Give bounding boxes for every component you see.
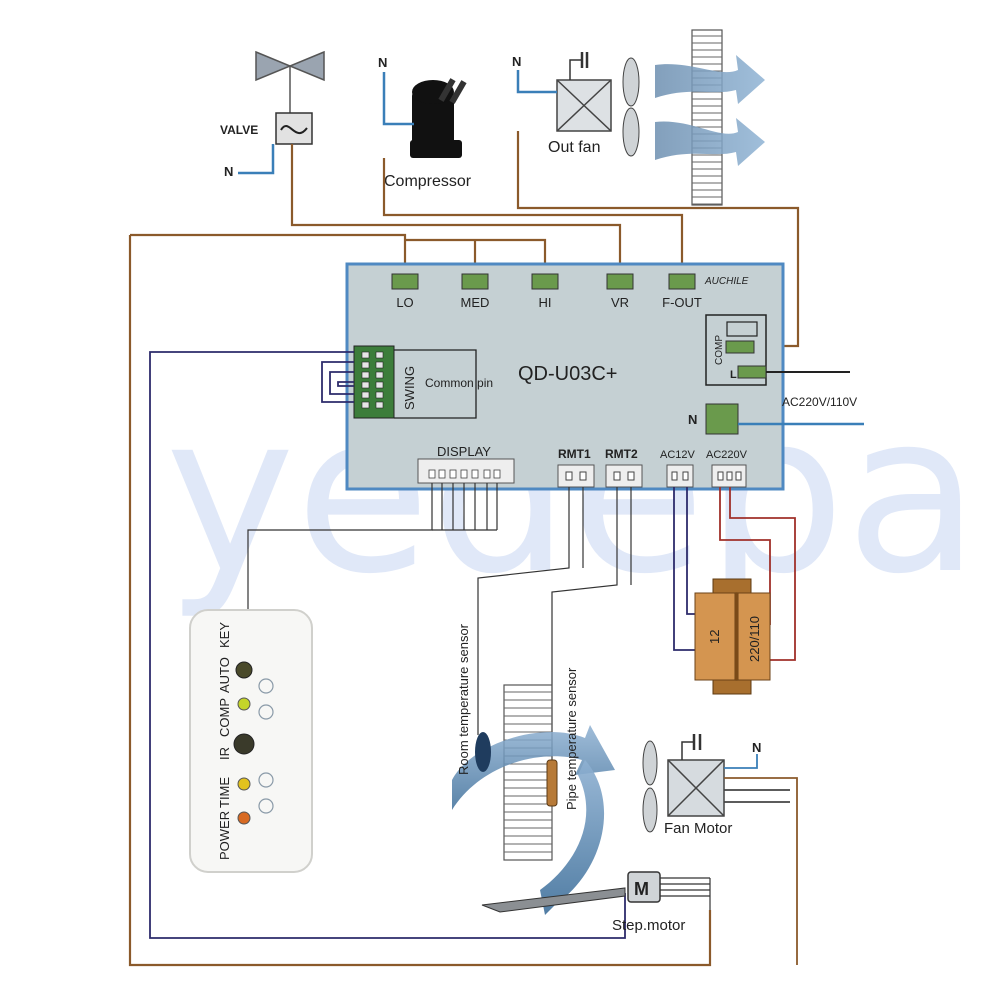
rmt1-label: RMT1 bbox=[558, 447, 591, 461]
out-fan-label: Out fan bbox=[548, 139, 600, 156]
ac220-label: AC220V bbox=[706, 449, 748, 461]
l-label: L bbox=[730, 369, 737, 381]
relay-label-hi: HI bbox=[539, 295, 552, 310]
relay-terminals: LO MED HI VR F-OUT bbox=[391, 273, 702, 310]
relay-terminal-med bbox=[461, 273, 489, 290]
step-motor-label: Step.motor bbox=[612, 917, 685, 934]
relay-label-f-out: F-OUT bbox=[662, 295, 702, 310]
panel-label-power: POWER bbox=[217, 811, 232, 860]
relay-terminal-lo bbox=[391, 273, 419, 290]
relay-label-lo: LO bbox=[396, 295, 413, 310]
valve-neutral-label: N bbox=[224, 164, 233, 179]
pipe-sensor-probe bbox=[546, 759, 558, 807]
ac220-connector bbox=[711, 464, 747, 488]
supply-label: AC220V/110V bbox=[782, 395, 857, 409]
n-terminal bbox=[705, 403, 739, 435]
n-label: N bbox=[688, 412, 697, 427]
panel-label-ir: IR bbox=[217, 747, 232, 760]
room-sensor-label: Room temperature sensor bbox=[456, 623, 471, 775]
rmt2-label: RMT2 bbox=[605, 447, 638, 461]
fan-motor-symbol bbox=[642, 734, 725, 833]
airflow-swirl bbox=[452, 725, 615, 915]
control-board bbox=[345, 262, 785, 491]
relay-label-vr: VR bbox=[611, 295, 629, 310]
transformer-primary: 220/110 bbox=[747, 616, 762, 662]
valve-label: VALVE bbox=[220, 123, 258, 137]
panel-label-time: TIME bbox=[217, 777, 232, 808]
swing-label: SWING bbox=[402, 366, 417, 410]
valve-neutral-wire bbox=[238, 144, 275, 175]
display-panel bbox=[189, 609, 313, 873]
fan-motor-neutral-label: N bbox=[752, 740, 761, 755]
relay-terminal-f-out bbox=[668, 273, 696, 290]
compressor-neutral-label: N bbox=[378, 55, 387, 70]
rmt2-connector bbox=[605, 464, 643, 488]
swing-connector bbox=[353, 345, 477, 419]
common-pin-label: Common pin bbox=[425, 376, 493, 390]
compressor-label: Compressor bbox=[384, 173, 472, 190]
relay-terminal-vr bbox=[606, 273, 634, 290]
compressor-neutral-wire bbox=[382, 72, 414, 126]
out-fan-symbol bbox=[556, 52, 640, 157]
louver-blade bbox=[481, 887, 626, 913]
sensor-wires bbox=[477, 487, 632, 760]
room-sensor-probe bbox=[475, 732, 491, 772]
panel-label-auto: AUTO bbox=[217, 657, 232, 693]
panel-label-comp: COMP bbox=[217, 698, 232, 737]
condenser-coil bbox=[691, 29, 723, 206]
out-fan-neutral-wire bbox=[516, 70, 557, 94]
display-label: DISPLAY bbox=[437, 444, 491, 459]
display-wires bbox=[247, 483, 498, 610]
board-model: QD-U03C+ bbox=[518, 363, 617, 385]
relay-label-med: MED bbox=[461, 295, 490, 310]
comp-relay-block bbox=[705, 314, 767, 386]
panel-label-key: KEY bbox=[217, 622, 232, 648]
pipe-sensor-label: Pipe temperature sensor bbox=[564, 667, 579, 810]
display-connector bbox=[417, 458, 515, 484]
display-panel-labels: KEY AUTO COMP IR TIME POWER bbox=[217, 622, 232, 860]
board-brand: AUCHILE bbox=[704, 276, 749, 287]
ac12-connector bbox=[666, 464, 694, 488]
compressor-symbol bbox=[410, 78, 467, 158]
brown-wires bbox=[128, 131, 800, 967]
step-motor-symbol: M bbox=[627, 871, 711, 910]
out-fan-neutral-label: N bbox=[512, 54, 521, 69]
fan-motor-wires bbox=[724, 754, 798, 965]
transformer bbox=[694, 578, 771, 695]
rmt1-connector bbox=[557, 464, 595, 488]
evaporator-coil bbox=[503, 684, 553, 861]
relay-terminal-hi bbox=[531, 273, 559, 290]
airflow-arrows bbox=[655, 55, 765, 166]
svg-text:M: M bbox=[634, 879, 649, 899]
transformer-secondary: 12 bbox=[707, 630, 722, 644]
valve-symbol bbox=[255, 50, 325, 145]
swing-wires bbox=[149, 351, 626, 939]
ac12-label: AC12V bbox=[660, 449, 696, 461]
fan-motor-label: Fan Motor bbox=[664, 820, 732, 837]
comp-label: COMP bbox=[714, 335, 725, 365]
